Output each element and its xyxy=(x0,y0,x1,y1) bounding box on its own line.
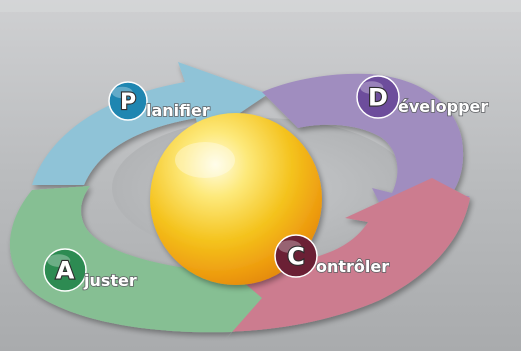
step-ajuster-letter: A xyxy=(56,257,75,285)
step-ajuster-badge xyxy=(43,248,87,292)
step-planifier-letter: P xyxy=(120,90,136,115)
step-controler-label: ontrôler xyxy=(316,257,389,276)
step-ajuster-arrow xyxy=(9,186,262,340)
step-ajuster-label: juster xyxy=(83,271,137,290)
step-planifier-badge-highlight xyxy=(111,86,133,99)
step-developper-label: évelopper xyxy=(398,97,488,116)
step-controler-arrow xyxy=(188,178,470,332)
step-controler-letter: C xyxy=(287,243,305,271)
step-developper-badge-highlight xyxy=(360,81,384,94)
step-planifier-badge xyxy=(108,81,148,121)
sphere-highlight xyxy=(175,142,235,178)
center-sphere xyxy=(150,113,322,285)
step-developper-letter: D xyxy=(368,84,388,112)
step-developper-badge xyxy=(356,75,400,119)
top-band xyxy=(0,0,521,12)
step-ajuster-badge-highlight xyxy=(47,254,71,267)
step-planifier-label: lanifier xyxy=(146,101,210,120)
step-controler-badge xyxy=(274,234,318,278)
step-planifier-arrow xyxy=(32,62,268,185)
step-controler-badge-highlight xyxy=(278,240,302,253)
